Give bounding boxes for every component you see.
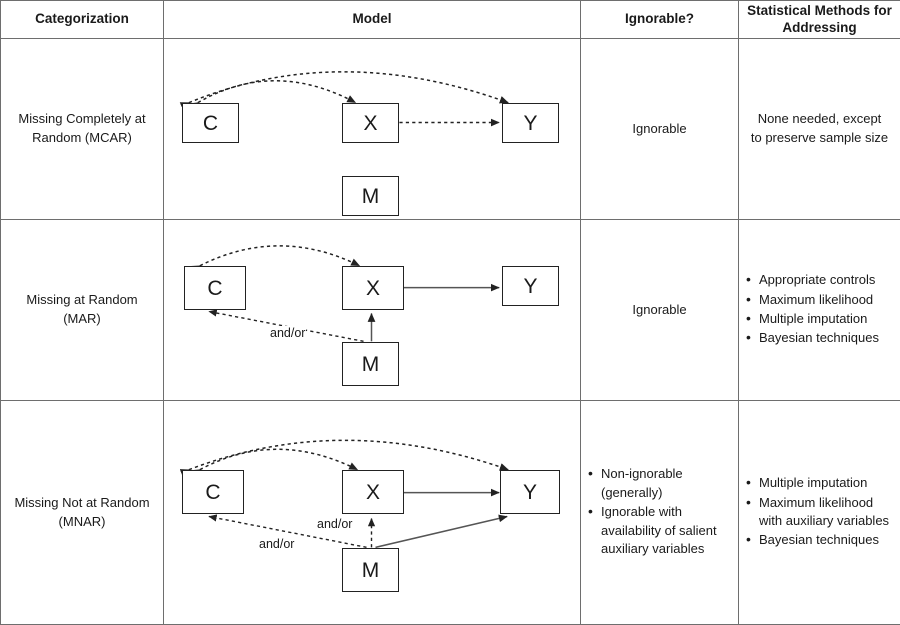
table-row-mnar: Missing Not at Random (MNAR): [0, 400, 900, 625]
edge-c-y-dashed-curve: [179, 71, 509, 110]
methods-cell-mcar: None needed, except to preserve sample s…: [738, 38, 900, 220]
node-m-mar: M: [342, 342, 399, 386]
categorization-mnar-line1: Missing Not at Random: [14, 494, 150, 510]
edge-c-y-dashed-curve: [179, 439, 509, 477]
table-row-mar: Missing at Random (MAR): [0, 219, 900, 401]
edge-c-x-dashed-curve: [190, 448, 359, 478]
list-item: Appropriate controls: [746, 270, 900, 290]
categorization-cell-mnar: Missing Not at Random (MNAR): [0, 400, 164, 625]
methods-mcar-line2: to preserve sample size: [750, 130, 889, 145]
categorization-cell-mar: Missing at Random (MAR): [0, 219, 164, 401]
model-edges-mcar: [179, 71, 509, 127]
methods-cell-mnar: Multiple imputation Maximum likelihood w…: [738, 400, 900, 625]
model-cell-mcar: C X Y M: [163, 38, 581, 220]
node-y-mar: Y: [502, 266, 559, 306]
column-header-methods-line1: Statistical Methods for: [747, 2, 892, 18]
node-x-mnar: X: [342, 470, 404, 514]
node-c-mcar: C: [182, 103, 239, 143]
column-header-model: Model: [163, 0, 581, 39]
list-item: Multiple imputation: [746, 473, 900, 493]
list-item: Bayesian techniques: [746, 530, 900, 550]
table-body: Missing Completely at Random (MCAR): [0, 38, 900, 625]
edge-label-and-or-m-c-mnar: and/or: [258, 537, 296, 551]
model-cell-mar: C X Y M and/or: [163, 219, 581, 401]
node-y-mcar: Y: [502, 103, 559, 143]
list-item: Multiple imputation: [746, 309, 900, 329]
node-c-mnar: C: [182, 470, 244, 514]
ignorable-cell-mar: Ignorable: [580, 219, 739, 401]
model-cell-mnar: C X Y M and/or and/or: [163, 400, 581, 625]
list-item: Maximum likelihood: [746, 290, 900, 310]
node-m-mnar: M: [342, 548, 399, 592]
list-item: Non-ignorable (generally): [588, 464, 738, 502]
methods-list-mnar: Multiple imputation Maximum likelihood w…: [739, 473, 900, 551]
column-header-methods-line2: Addressing: [782, 19, 857, 35]
edge-label-and-or-mar: and/or: [269, 326, 307, 340]
ignorable-list-mnar: Non-ignorable (generally) Ignorable with…: [581, 464, 738, 558]
column-header-categorization: Categorization: [0, 0, 164, 39]
list-item: Ignorable with availability of salient a…: [588, 502, 738, 558]
node-y-mnar: Y: [500, 470, 560, 514]
list-item: Maximum likelihood with auxiliary variab…: [746, 493, 900, 531]
model-edges-mnar: [179, 439, 509, 549]
categorization-cell-mcar: Missing Completely at Random (MCAR): [0, 38, 164, 220]
table-row-mcar: Missing Completely at Random (MCAR): [0, 38, 900, 220]
ignorable-cell-mnar: Non-ignorable (generally) Ignorable with…: [580, 400, 739, 625]
edge-c-x-dashed-curve: [188, 80, 357, 111]
methods-cell-mar: Appropriate controls Maximum likelihood …: [738, 219, 900, 401]
node-c-mar: C: [184, 266, 246, 310]
list-item: Bayesian techniques: [746, 328, 900, 348]
categorization-mar-line1: Missing at Random: [26, 292, 138, 308]
model-diagram-mnar: C X Y M and/or and/or: [164, 401, 580, 624]
edge-m-c-dashed: [208, 514, 367, 549]
header-row: Categorization Model Ignorable? Statisti…: [0, 0, 900, 39]
edge-c-x-dashed-curve: [190, 245, 361, 273]
edge-m-y-solid: [375, 514, 508, 549]
categorization-mnar-line2: (MNAR): [58, 513, 106, 529]
column-header-ignorable: Ignorable?: [580, 0, 739, 39]
column-header-methods: Statistical Methods for Addressing: [738, 0, 900, 39]
node-x-mar: X: [342, 266, 404, 310]
model-diagram-mcar: C X Y M: [164, 39, 580, 219]
model-diagram-mar: C X Y M and/or: [164, 220, 580, 400]
table-header: Categorization Model Ignorable? Statisti…: [0, 0, 900, 39]
categorization-mcar-line1: Missing Completely at: [18, 111, 146, 127]
node-m-mcar: M: [342, 176, 399, 216]
categorization-mar-line2: (MAR): [63, 311, 101, 326]
methods-list-mar: Appropriate controls Maximum likelihood …: [739, 270, 900, 349]
node-x-mcar: X: [342, 103, 399, 143]
categorization-mcar-line2: Random (MCAR): [32, 130, 132, 145]
edge-label-and-or-m-x-mnar: and/or: [316, 517, 354, 531]
ignorable-cell-mcar: Ignorable: [580, 38, 739, 220]
methods-mcar-line1: None needed, except: [757, 111, 882, 127]
